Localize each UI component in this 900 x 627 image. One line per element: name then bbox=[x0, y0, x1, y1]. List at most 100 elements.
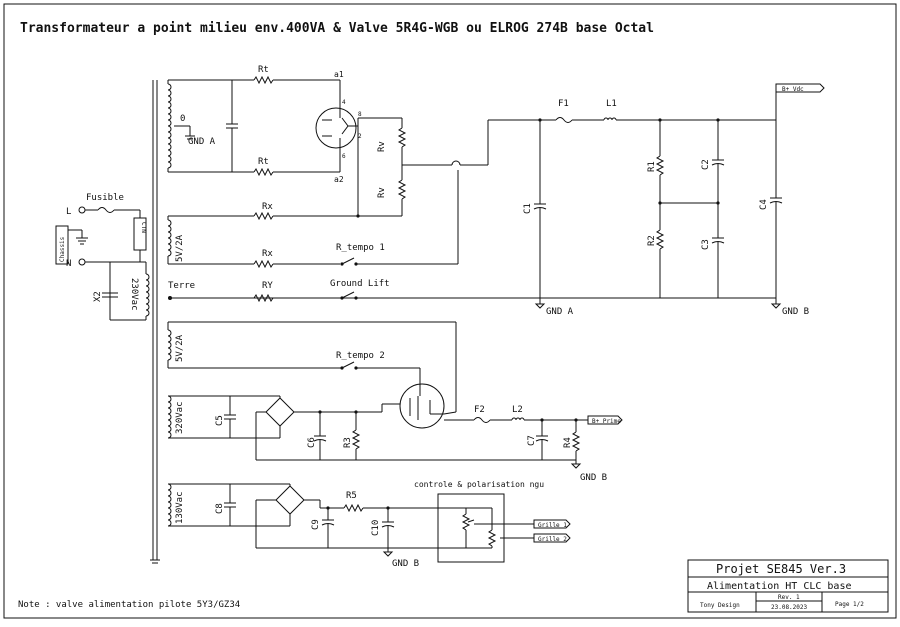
bprime-label: B+ Prime bbox=[592, 418, 621, 425]
r-tempo2-label: R_tempo 2 bbox=[336, 351, 385, 361]
r4-label: R4 bbox=[563, 437, 573, 448]
c3-label: C3 bbox=[701, 239, 711, 250]
gnd-b-label: GND B bbox=[782, 307, 809, 317]
c8-label: C8 bbox=[215, 503, 225, 514]
chassis-label: Chassis bbox=[59, 236, 66, 262]
project-name: Projet SE845 Ver.3 bbox=[716, 562, 846, 576]
r4-resistor bbox=[571, 431, 581, 452]
gnd-a-label: GND A bbox=[546, 307, 574, 317]
r3-resistor bbox=[351, 429, 361, 450]
rv-top-label: Rv bbox=[377, 141, 387, 152]
c2-label: C2 bbox=[701, 159, 711, 170]
date: 23.08.2023 bbox=[771, 604, 808, 611]
bvdc-label: B+ Vdc bbox=[782, 86, 804, 93]
l2-label: L2 bbox=[512, 405, 523, 415]
bias-bridge bbox=[275, 485, 305, 515]
sheet-title: Alimentation HT CLC base bbox=[707, 581, 852, 592]
ctrl-box bbox=[437, 493, 505, 563]
r1-label: R1 bbox=[647, 161, 657, 172]
chassis-box bbox=[55, 225, 69, 265]
rt-bot-label: Rt bbox=[258, 157, 269, 167]
note-text: Note : valve alimentation pilote 5Y3/GZ3… bbox=[18, 600, 240, 610]
driver-rectifier-valve bbox=[399, 383, 445, 429]
mains-input: Chassis L N Fusible CTN X2 bbox=[55, 193, 150, 321]
page-title: Transformateur a point milieu env.400VA … bbox=[20, 21, 654, 36]
gnd-a-left-label: GND A bbox=[188, 137, 216, 147]
pot2-resistor bbox=[487, 529, 497, 547]
rt-bot-resistor bbox=[253, 167, 274, 177]
f2-label: F2 bbox=[474, 405, 485, 415]
pot1-resistor bbox=[461, 513, 471, 531]
rv-bot-resistor bbox=[397, 179, 407, 200]
ground-lift-label: Ground Lift bbox=[330, 279, 390, 289]
driver-secondary-winding bbox=[167, 395, 172, 439]
driver-heater-label: 5V/2A bbox=[175, 334, 185, 362]
revision: Rev. 1 bbox=[778, 594, 800, 601]
transformer-core bbox=[150, 80, 160, 564]
r2-label: R2 bbox=[647, 235, 657, 246]
primary-voltage-label: 230Vac bbox=[129, 278, 139, 311]
rv-bot-label: Rv bbox=[377, 187, 387, 198]
pin8-label: 8 bbox=[358, 111, 362, 118]
page-frame bbox=[3, 3, 897, 619]
c9-label: C9 bbox=[311, 519, 321, 530]
c10-label: C10 bbox=[371, 520, 381, 536]
l1-choke bbox=[603, 117, 617, 121]
r3-label: R3 bbox=[343, 437, 353, 448]
driver-heater-winding bbox=[167, 329, 172, 361]
designer-name: Tony Design bbox=[700, 602, 740, 609]
rectifier-valve bbox=[315, 107, 357, 149]
rx-top-label: Rx bbox=[262, 202, 273, 212]
ctn-label: CTN bbox=[140, 222, 147, 233]
r1-resistor bbox=[655, 155, 665, 176]
rt-top-resistor bbox=[253, 75, 274, 85]
l-terminal-label: L bbox=[66, 207, 71, 217]
hv-heater-winding bbox=[167, 219, 172, 257]
l2-choke bbox=[511, 417, 525, 421]
driver-gnd-b-label: GND B bbox=[580, 473, 607, 483]
center-tap-zero: 0 bbox=[180, 114, 185, 124]
f1-fuse bbox=[555, 117, 573, 123]
r5-label: R5 bbox=[346, 491, 357, 501]
a2-label: a2 bbox=[334, 175, 344, 184]
pin6-label: 6 bbox=[342, 153, 346, 160]
page-number: Page 1/2 bbox=[835, 601, 864, 608]
fuse-symbol bbox=[97, 207, 115, 213]
x2-label: X2 bbox=[93, 291, 103, 302]
hv-heater-label: 5V/2A bbox=[175, 234, 185, 262]
earth-section: Terre RY Ground Lift bbox=[168, 279, 390, 303]
bprime-port bbox=[587, 415, 623, 425]
c6-label: C6 bbox=[307, 437, 317, 448]
rx-bot-resistor bbox=[253, 259, 274, 269]
hv-supply: 0 GND A Rt Rt a1 a2 4 8 2 6 bbox=[167, 65, 825, 317]
grille2-port bbox=[533, 533, 571, 543]
bvdc-port bbox=[775, 83, 825, 93]
bias-secondary-winding bbox=[167, 483, 172, 527]
ry-resistor bbox=[253, 293, 274, 303]
rx-top-resistor bbox=[253, 211, 274, 221]
f2-fuse bbox=[473, 417, 491, 423]
bias-secondary-label: 130Vac bbox=[175, 491, 185, 524]
grille2-label: Grille 2 bbox=[538, 536, 567, 543]
c1-label: C1 bbox=[523, 203, 533, 214]
driver-secondary-label: 320Vac bbox=[175, 401, 185, 434]
title-block: Projet SE845 Ver.3 Alimentation HT CLC b… bbox=[687, 559, 889, 613]
bias-supply: 130Vac C8 R5 C9 C10 bbox=[167, 480, 571, 569]
c4-label: C4 bbox=[759, 199, 769, 210]
a1-label: a1 bbox=[334, 70, 344, 79]
ry-label: RY bbox=[262, 281, 273, 291]
f1-label: F1 bbox=[558, 99, 569, 109]
rv-top-resistor bbox=[397, 127, 407, 148]
driver-bridge bbox=[265, 397, 295, 427]
c5-label: C5 bbox=[215, 415, 225, 426]
r5-resistor bbox=[343, 503, 364, 513]
fuse-label: Fusible bbox=[86, 193, 124, 203]
primary-winding bbox=[145, 273, 150, 317]
driver-supply: 5V/2A R_tempo 2 320Vac C5 bbox=[167, 321, 623, 483]
c7-label: C7 bbox=[527, 435, 537, 446]
rx-bot-label: Rx bbox=[262, 249, 273, 259]
ctrl-label: controle & polarisation ngu bbox=[414, 480, 544, 489]
n-terminal-label: N bbox=[66, 259, 71, 269]
